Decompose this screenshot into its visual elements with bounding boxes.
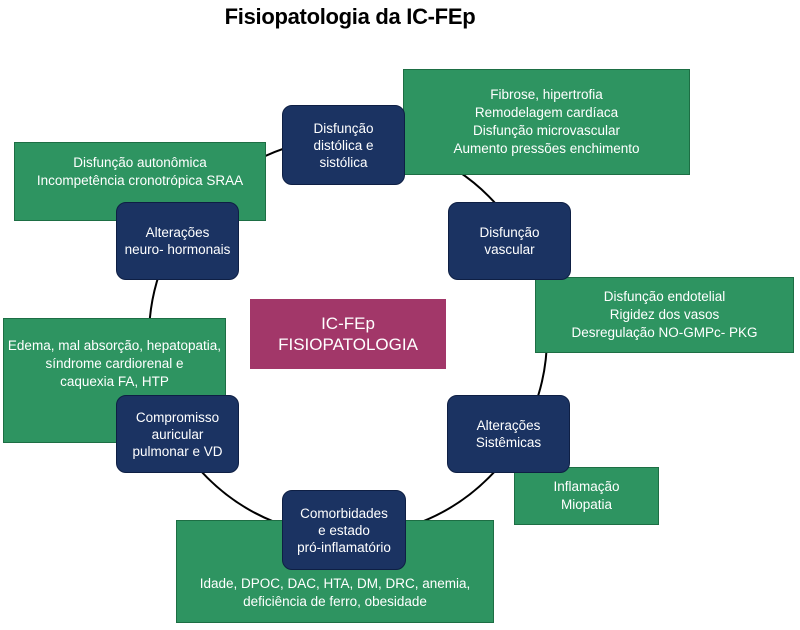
node-label: Disfunção xyxy=(479,225,540,240)
detail-text: deficiência de ferro, obesidade xyxy=(243,594,427,609)
node-diastolic-dysfunction: Disfunção distólica e sistólica xyxy=(282,105,405,185)
node-label: neuro- hormonais xyxy=(124,242,231,257)
detail-text: Disfunção endotelial xyxy=(603,289,726,304)
node-comorbidities: Comorbidades e estado pró-inflamatório xyxy=(282,490,406,570)
node-label: Disfunção xyxy=(313,120,374,136)
node-label: Comorbidades xyxy=(300,505,388,521)
center-label: FISIOPATOLOGIA xyxy=(278,335,418,354)
center-box: IC-FEp FISIOPATOLOGIA xyxy=(250,299,446,369)
node-label: vascular xyxy=(484,242,535,257)
detail-text: caquexia FA, HTP xyxy=(60,374,169,389)
diagram-title: Fisiopatologia da IC-FEp xyxy=(224,4,476,29)
node-label: pró-inflamatório xyxy=(297,539,391,555)
detail-box-diastolic: Fibrose, hipertrofia Remodelagem cardíac… xyxy=(403,69,690,175)
detail-box-vascular: Disfunção endotelial Rigidez dos vasos D… xyxy=(535,277,794,353)
detail-text: Aumento pressões enchimento xyxy=(453,141,640,156)
node-atrial-compromise: Compromisso auricular pulmonar e VD xyxy=(116,395,239,473)
node-label: pulmonar e VD xyxy=(132,443,223,459)
detail-text: Fibrose, hipertrofia xyxy=(490,87,603,102)
detail-box-systemic: Inflamação Miopatia xyxy=(514,467,659,525)
detail-text: Rigidez dos vasos xyxy=(609,307,720,322)
node-neurohormonal-changes: Alterações neuro- hormonais xyxy=(116,202,239,280)
detail-text: Remodelagem cardíaca xyxy=(474,105,619,120)
detail-text: síndrome cardiorenal e xyxy=(45,356,184,371)
node-systemic-changes: Alterações Sistêmicas xyxy=(447,395,570,473)
detail-text: Miopatia xyxy=(560,497,613,512)
detail-text: Disfunção autonômica xyxy=(73,155,207,170)
detail-text: Disfunção microvascular xyxy=(472,123,621,138)
detail-text: Inflamação xyxy=(553,479,620,494)
node-label: Compromisso xyxy=(135,409,220,425)
center-label: IC-FEp xyxy=(321,314,375,333)
detail-text: Incompetência cronotrópica SRAA xyxy=(36,173,244,188)
node-vascular-dysfunction: Disfunção vascular xyxy=(448,202,571,280)
detail-text: Desregulação NO-GMPc- PKG xyxy=(571,325,758,340)
detail-text: Idade, DPOC, DAC, HTA, DM, DRC, anemia, xyxy=(199,576,471,591)
node-label: Alterações xyxy=(145,225,210,240)
node-label: auricular xyxy=(151,426,204,442)
node-label: Alterações xyxy=(476,418,541,433)
detail-text: Edema, mal absorção, hepatopatia, xyxy=(7,338,222,353)
node-label: distólica e xyxy=(313,137,374,153)
node-label: e estado xyxy=(318,522,370,538)
node-label: sistólica xyxy=(319,154,368,170)
node-label: Sistêmicas xyxy=(475,435,542,450)
